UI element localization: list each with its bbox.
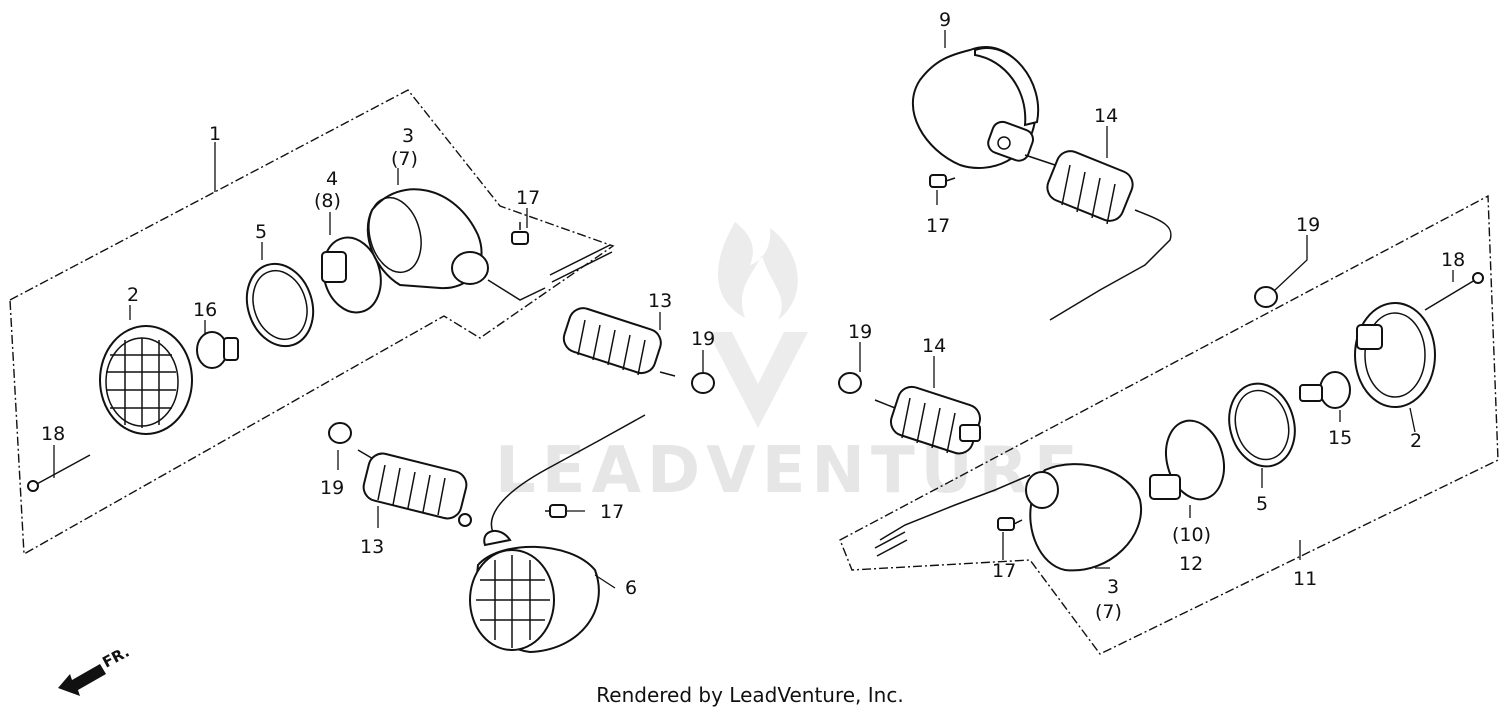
right-kit-outline	[839, 194, 1499, 655]
left-screw-upper	[511, 222, 529, 245]
watermark-v-icon	[708, 332, 808, 428]
right-screw-long	[1424, 272, 1484, 311]
callout-6: 6	[625, 577, 637, 599]
callout-19-right-lower: 19	[848, 321, 872, 343]
watermark: LEADVENTURE	[495, 222, 1084, 508]
right-case	[874, 463, 1143, 572]
left-socket	[321, 236, 382, 314]
front-label: FR.	[99, 643, 132, 672]
left-nut-lower	[328, 422, 352, 444]
left-case	[366, 188, 613, 301]
right-socket	[1149, 419, 1225, 501]
left-gasket	[245, 262, 315, 348]
left-lens	[99, 325, 193, 435]
callout-10: (10)	[1172, 524, 1211, 546]
left-resistor-upper	[562, 307, 676, 377]
callout-8: (8)	[314, 190, 341, 212]
right-bulb	[1299, 371, 1351, 409]
callout-17-right-lower: 17	[992, 560, 1016, 582]
callout-14-lower: 14	[922, 335, 946, 357]
right-gasket	[1228, 382, 1296, 468]
right-resistor-upper	[1024, 150, 1172, 321]
callout-1: 1	[209, 123, 221, 145]
right-rear-signal	[911, 46, 1040, 169]
callout-5-left: 5	[255, 221, 267, 243]
callout-18-left: 18	[41, 423, 65, 445]
left-front-signal	[469, 414, 646, 654]
callout-18-right: 18	[1441, 249, 1465, 271]
right-nut-upper	[1254, 286, 1278, 308]
front-direction-indicator: FR.	[58, 643, 132, 696]
left-resistor-lower	[357, 449, 472, 527]
left-assembly: 1 2 3 (7) 4 (8) 5 16 18 17 13 19 19 13 1…	[9, 89, 715, 654]
right-screw-lower	[997, 517, 1023, 531]
callout-3-right: 3	[1107, 576, 1119, 598]
callout-14-upper: 14	[1094, 105, 1118, 127]
callout-11: 11	[1293, 568, 1317, 590]
callout-7-left: (7)	[391, 148, 418, 170]
callout-2-left: 2	[127, 284, 139, 306]
callout-3-left: 3	[402, 125, 414, 147]
right-nut-lower	[838, 372, 862, 394]
callout-7-right: (7)	[1095, 601, 1122, 623]
callout-17-left-upper: 17	[516, 187, 540, 209]
watermark-text: LEADVENTURE	[495, 434, 1084, 508]
left-bulb	[196, 331, 239, 369]
callout-5-right: 5	[1256, 493, 1268, 515]
right-resistor-lower	[874, 385, 981, 455]
callout-17-left-lower: 17	[600, 501, 624, 523]
callout-13-upper: 13	[648, 290, 672, 312]
left-nut-upper	[691, 372, 715, 394]
front-arrow-icon	[58, 664, 106, 696]
callout-13-lower: 13	[360, 536, 384, 558]
callout-9: 9	[939, 9, 951, 31]
callout-15: 15	[1328, 427, 1352, 449]
right-assembly: 9 14 17 19 18 19 14 15 2 5 (10) 12 17 3 …	[838, 9, 1499, 655]
callout-12: 12	[1179, 553, 1203, 575]
callout-17-right-top: 17	[926, 215, 950, 237]
right-screw-top	[929, 174, 956, 188]
callout-16: 16	[193, 299, 217, 321]
callout-2-right: 2	[1410, 430, 1422, 452]
callout-19-right-upper: 19	[1296, 214, 1320, 236]
watermark-flame-icon	[718, 222, 798, 320]
left-screw-long	[27, 454, 91, 492]
callout-19-left-upper: 19	[691, 328, 715, 350]
callout-19-left-lower: 19	[320, 477, 344, 499]
right-lens	[1354, 302, 1436, 408]
callout-4: 4	[326, 168, 338, 190]
credit-text: Rendered by LeadVenture, Inc.	[596, 683, 903, 707]
